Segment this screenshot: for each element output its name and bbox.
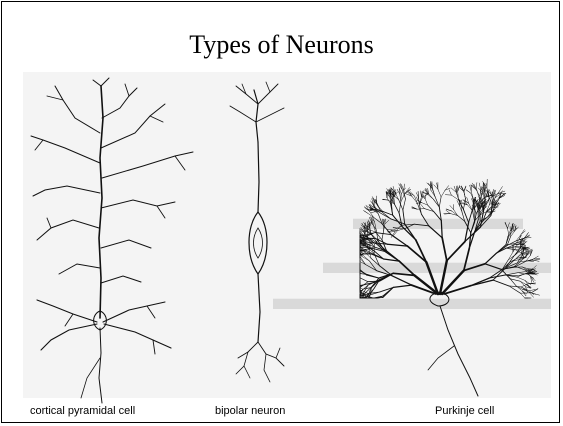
caption-bipolar-neuron: bipolar neuron xyxy=(215,405,285,417)
caption-pyramidal-cell: cortical pyramidal cell xyxy=(30,405,135,417)
pyramidal-cell-drawing xyxy=(25,78,200,408)
purkinje-cell-drawing xyxy=(358,98,558,398)
caption-purkinje-cell: Purkinje cell xyxy=(435,405,494,417)
slide-title: Types of Neurons xyxy=(0,30,563,60)
bipolar-neuron-drawing xyxy=(218,82,298,402)
